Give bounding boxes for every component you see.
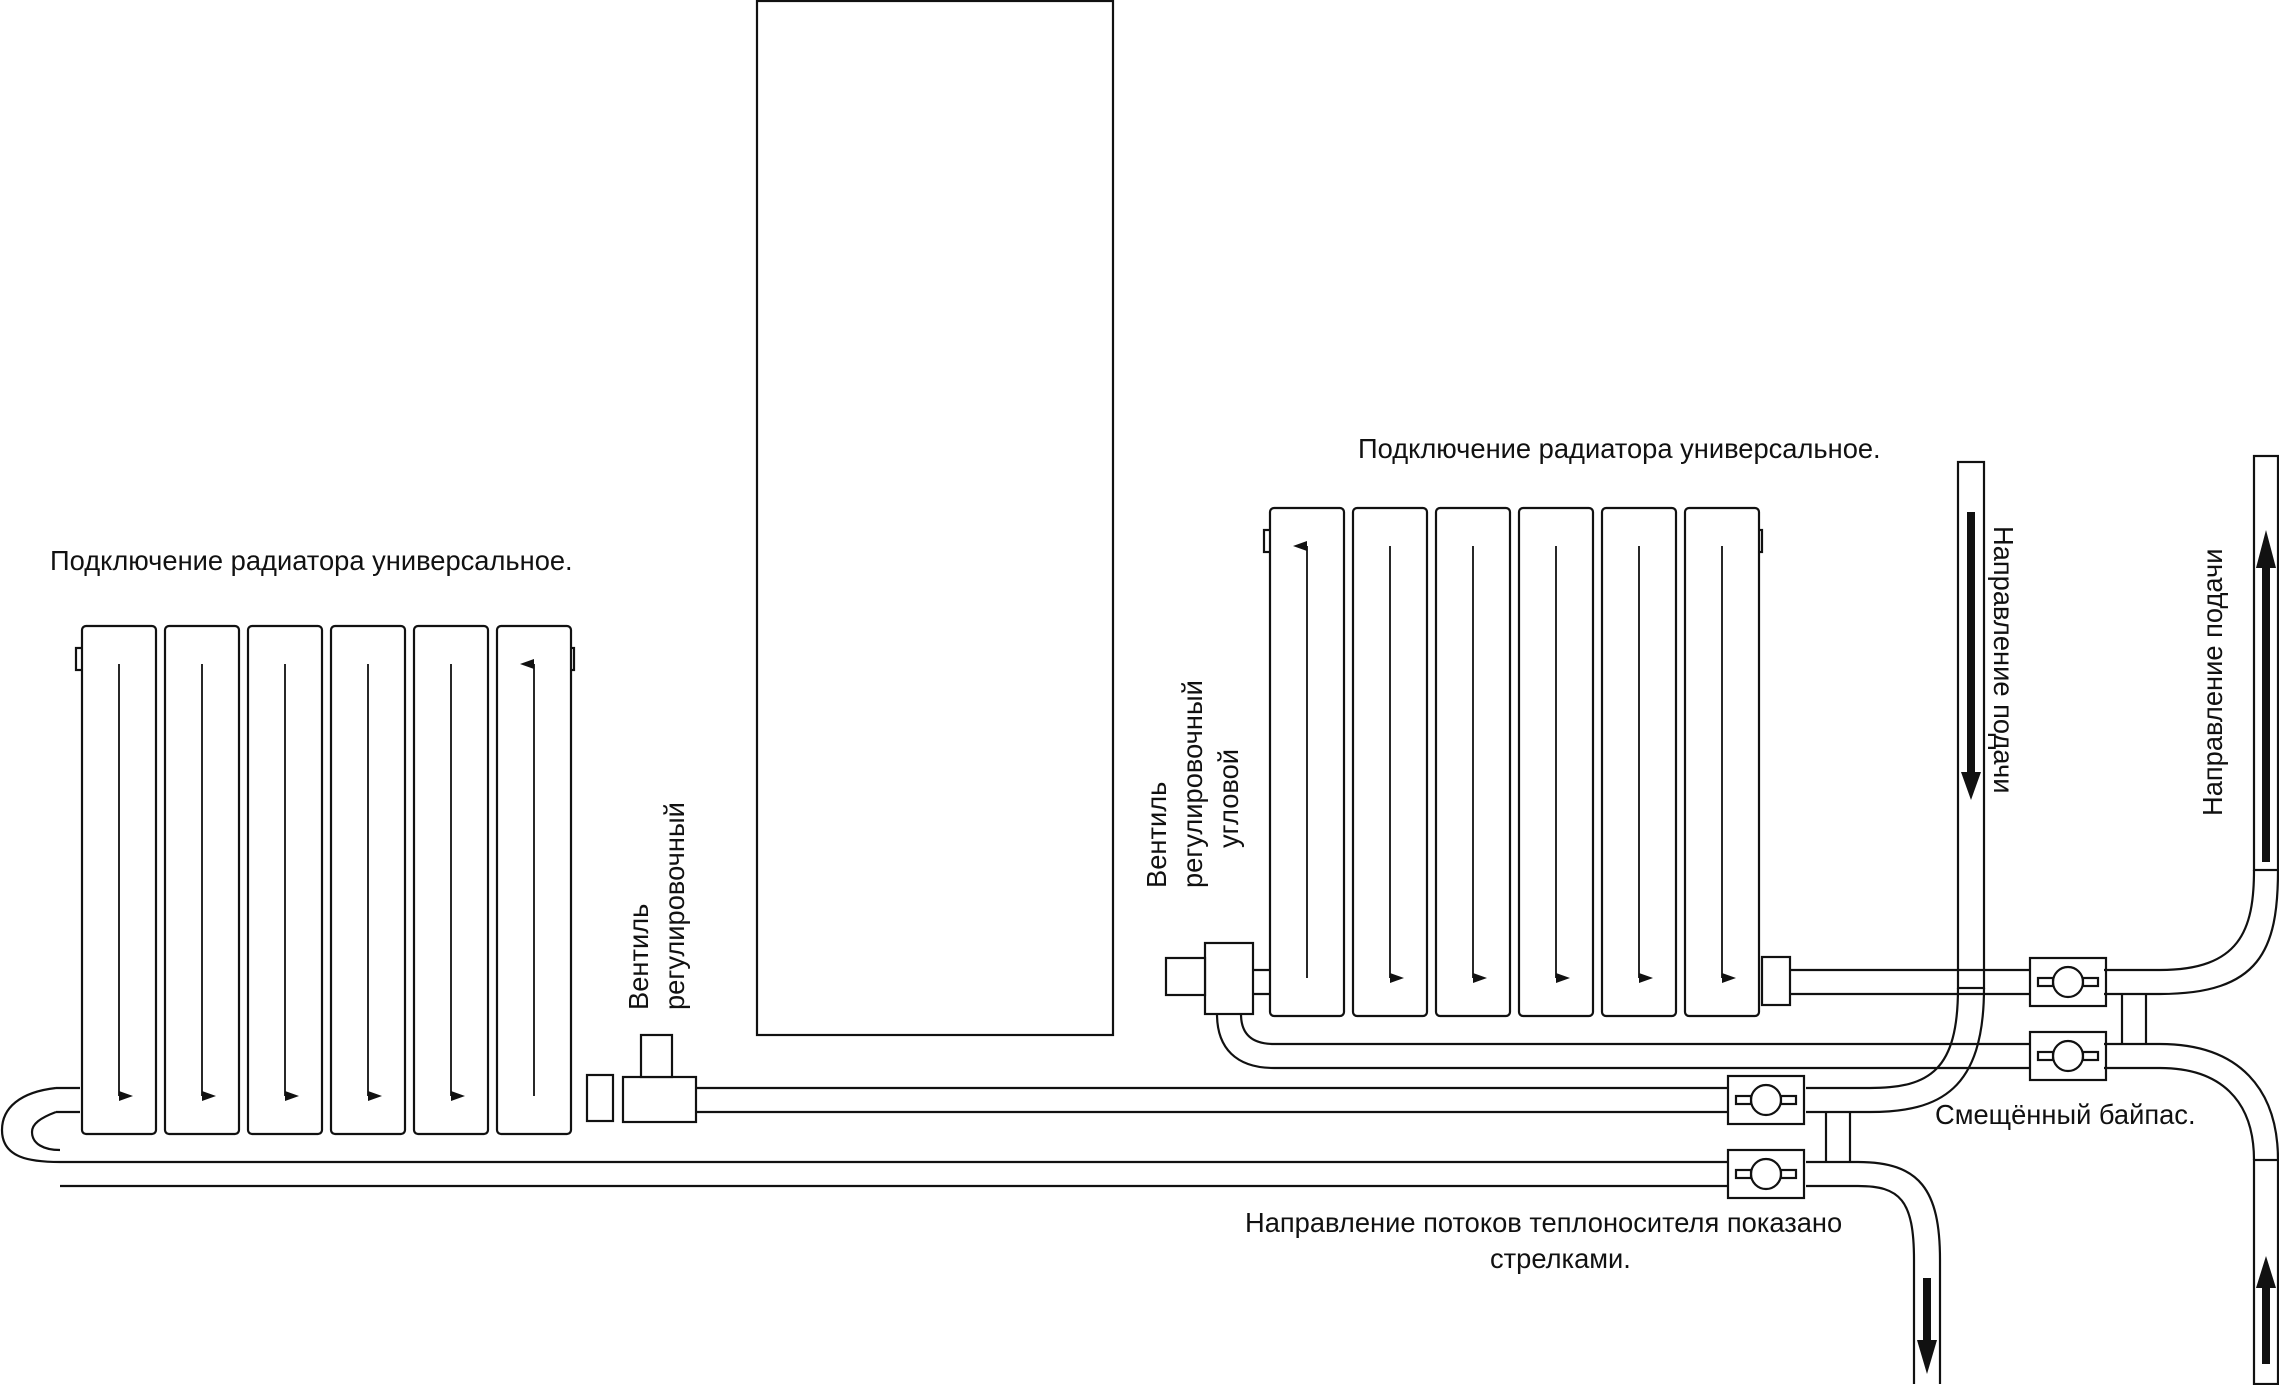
return-riser-2 — [2159, 1042, 2279, 1385]
wall-panel — [755, 0, 1115, 1037]
right-valve-label-line1: Вентиль — [1141, 782, 1172, 888]
right-return-pipe — [1215, 1013, 2160, 1070]
right-valve-label: Вентиль регулировочный угловой — [1141, 680, 1244, 888]
left-supply-pipe — [696, 1086, 1870, 1114]
right-angle-valve-handle — [1164, 956, 1207, 997]
right-angle-control-valve — [1164, 941, 1255, 1016]
left-valve-label-line2: регулировочный — [659, 802, 690, 1010]
right-bypass-jumper — [2120, 994, 2148, 1044]
left-control-valve — [621, 1033, 698, 1124]
right-radiator-section — [1683, 506, 1761, 1018]
supply-direction-label-2: Направление подачи — [2197, 549, 2228, 816]
left-radiator-section — [246, 624, 324, 1136]
right-radiator-section — [1434, 506, 1512, 1018]
right-angle-valve-body — [1203, 941, 1255, 1016]
bypass-label: Смещённый байпас. — [1935, 1099, 2196, 1130]
ball-valve — [2028, 956, 2108, 1008]
ball-valve — [1726, 1074, 1806, 1126]
left-radiator-title: Подключение радиатора универсальное. — [50, 545, 573, 576]
ball-valve — [2028, 1030, 2108, 1082]
right-valve-label-line3: угловой — [1213, 749, 1244, 848]
return-arrow-up — [2256, 1256, 2276, 1364]
flow-note-line1: Направление потоков теплоносителя показа… — [1245, 1207, 1842, 1238]
right-radiator-section — [1351, 506, 1429, 1018]
right-radiator-section — [1517, 506, 1595, 1018]
right-valve-label-line2: регулировочный — [1177, 680, 1208, 888]
left-valve-label: Вентиль регулировочный — [623, 802, 690, 1010]
left-valve-label-line1: Вентиль — [623, 904, 654, 1010]
right-radiator-section — [1268, 506, 1346, 1018]
riser-arrow-up — [2256, 530, 2276, 862]
right-radiator-coupling — [1760, 955, 1792, 1007]
left-radiator-section — [80, 624, 158, 1136]
left-radiator-section — [412, 624, 490, 1136]
return-arrow-down — [1917, 1278, 1937, 1374]
left-radiator-section — [495, 624, 573, 1136]
left-return-riser — [1857, 1160, 1942, 1384]
left-loop-bend — [0, 1086, 1728, 1188]
left-control-valve-stem — [639, 1033, 674, 1079]
ball-valve — [1726, 1148, 1806, 1200]
supply-direction-label-1: Направление подачи — [1988, 526, 2019, 793]
left-radiator-coupling — [585, 1073, 615, 1123]
right-supply-pipe — [1253, 968, 2160, 996]
left-radiator-section — [163, 624, 241, 1136]
riser-arrow-down — [1961, 512, 1981, 800]
left-return-pipe-end — [1806, 1160, 1858, 1188]
right-radiator-title: Подключение радиатора универсальное. — [1358, 433, 1881, 464]
left-radiator-section — [329, 624, 407, 1136]
left-bypass-jumper — [1824, 1112, 1852, 1162]
right-radiator — [1262, 506, 1764, 1018]
right-radiator-section — [1600, 506, 1678, 1018]
left-control-valve-body — [621, 1075, 698, 1124]
flow-note-line2: стрелками. — [1490, 1243, 1631, 1274]
left-radiator — [74, 624, 576, 1136]
